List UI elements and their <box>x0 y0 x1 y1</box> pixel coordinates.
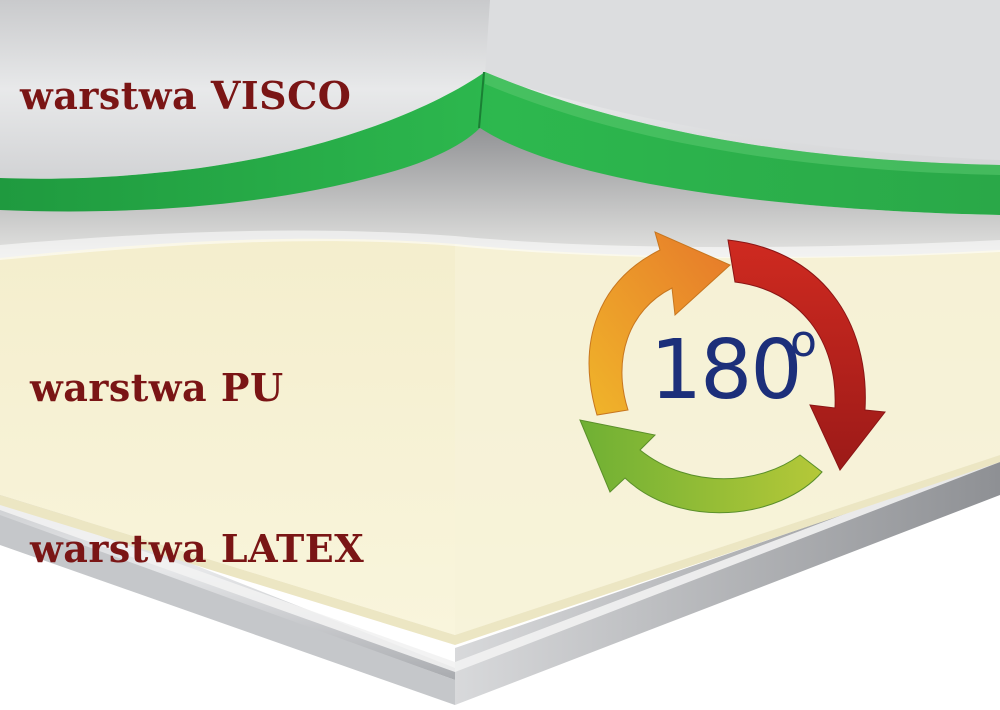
visco-green-band <box>0 72 1000 215</box>
pu-layer-label: warstwa PU <box>30 365 284 410</box>
rotation-angle-value: 180 <box>650 323 803 418</box>
visco-layer-label: warstwa VISCO <box>20 73 352 118</box>
circular-rotation-arrows-icon <box>579 231 886 514</box>
latex-layer-shape <box>0 460 1000 680</box>
latex-layer-label: warstwa LATEX <box>30 526 365 571</box>
rotation-degree-symbol: o <box>790 316 817 367</box>
